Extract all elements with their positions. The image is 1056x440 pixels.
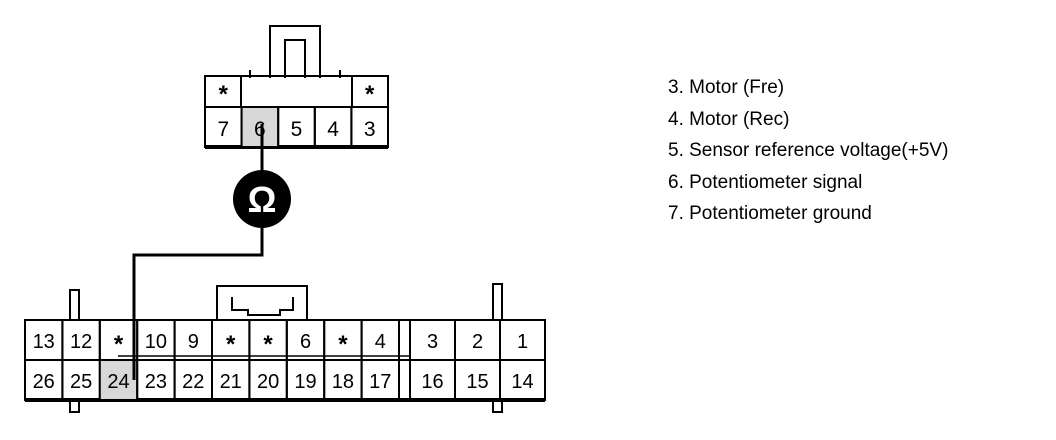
lower-pin-label-b6: 20: [257, 371, 279, 393]
lower-pin-label-t5: *: [226, 331, 236, 358]
lower-lock-tab-inner: [231, 297, 294, 316]
upper-pin-cell-3: [350, 106, 389, 148]
upper-connector-cells: 7 * 6 5 4 3 *: [204, 81, 389, 148]
lower-pin-cell-b12: [499, 359, 546, 401]
lower-pin-label-b11: 15: [466, 371, 488, 393]
ohm-symbol: Ω: [248, 179, 277, 220]
ohmmeter-circle: [233, 170, 291, 228]
upper-pin-label-4: 4: [327, 118, 339, 141]
lower-pin-label-t0: 13: [33, 331, 55, 353]
lower-pin-label-t1: 12: [70, 331, 92, 353]
lower-pin-label-b0: 26: [33, 371, 55, 393]
lower-pin-label-t4: 9: [188, 331, 199, 353]
lower-pin-label-b2: 24: [107, 371, 129, 393]
upper-mark-4: *: [365, 81, 375, 108]
lower-pin-label-b1: 25: [70, 371, 92, 393]
upper-pin-label-3: 3: [364, 118, 376, 141]
legend-item-pin-7: 7. Potentiometer ground: [668, 203, 872, 224]
lower-pin-label-b12: 14: [511, 371, 533, 393]
legend-item-pin-3: 3. Motor (Fre): [668, 77, 785, 98]
lower-pin-label-t9: 4: [375, 331, 386, 353]
upper-lock-tab-inner: [284, 39, 306, 78]
lower-pin-label-t3: 10: [145, 331, 167, 353]
lower-pin-label-t12: 1: [517, 331, 528, 353]
lower-pin-cell-b2: [98, 359, 139, 401]
lower-pin-label-t2: *: [114, 331, 124, 358]
upper-mark-0: *: [219, 81, 229, 108]
lower-pin-label-t7: 6: [300, 331, 311, 353]
wire-lower: [132, 240, 264, 380]
lower-pin-label-t6: *: [263, 331, 273, 358]
lower-pin-label-b10: 16: [421, 371, 443, 393]
lower-pin-label-b4: 22: [182, 371, 204, 393]
pin-legend: 3. Motor (Fre) 4. Motor (Rec) 5. Sensor …: [668, 72, 948, 230]
upper-pin-label-7: 7: [217, 118, 229, 141]
lower-pin-cell-b9: [360, 359, 401, 401]
legend-item-pin-4: 4. Motor (Rec): [668, 108, 790, 130]
ohmmeter: Ω: [233, 170, 291, 228]
lower-pin-label-t10: 3: [427, 331, 438, 353]
lower-pin-label-b3: 23: [145, 371, 167, 393]
legend-item-pin-6: 6. Potentiometer signal: [668, 171, 863, 193]
upper-pin-label-6: 6: [254, 118, 266, 141]
lower-pin-label-t11: 2: [472, 331, 483, 353]
lower-pin-label-b8: 18: [332, 371, 354, 393]
legend-item-pin-5: 5. Sensor reference voltage(+5V): [668, 140, 949, 161]
upper-pin-label-5: 5: [291, 118, 303, 141]
lower-pin-label-b5: 21: [220, 371, 242, 393]
lower-pin-label-t8: *: [338, 331, 348, 358]
lower-pin-label-b7: 19: [294, 371, 316, 393]
lower-pin-label-b9: 17: [369, 371, 391, 393]
upper-lock-tab: [269, 25, 321, 78]
lower-lock-tab: [216, 285, 308, 322]
